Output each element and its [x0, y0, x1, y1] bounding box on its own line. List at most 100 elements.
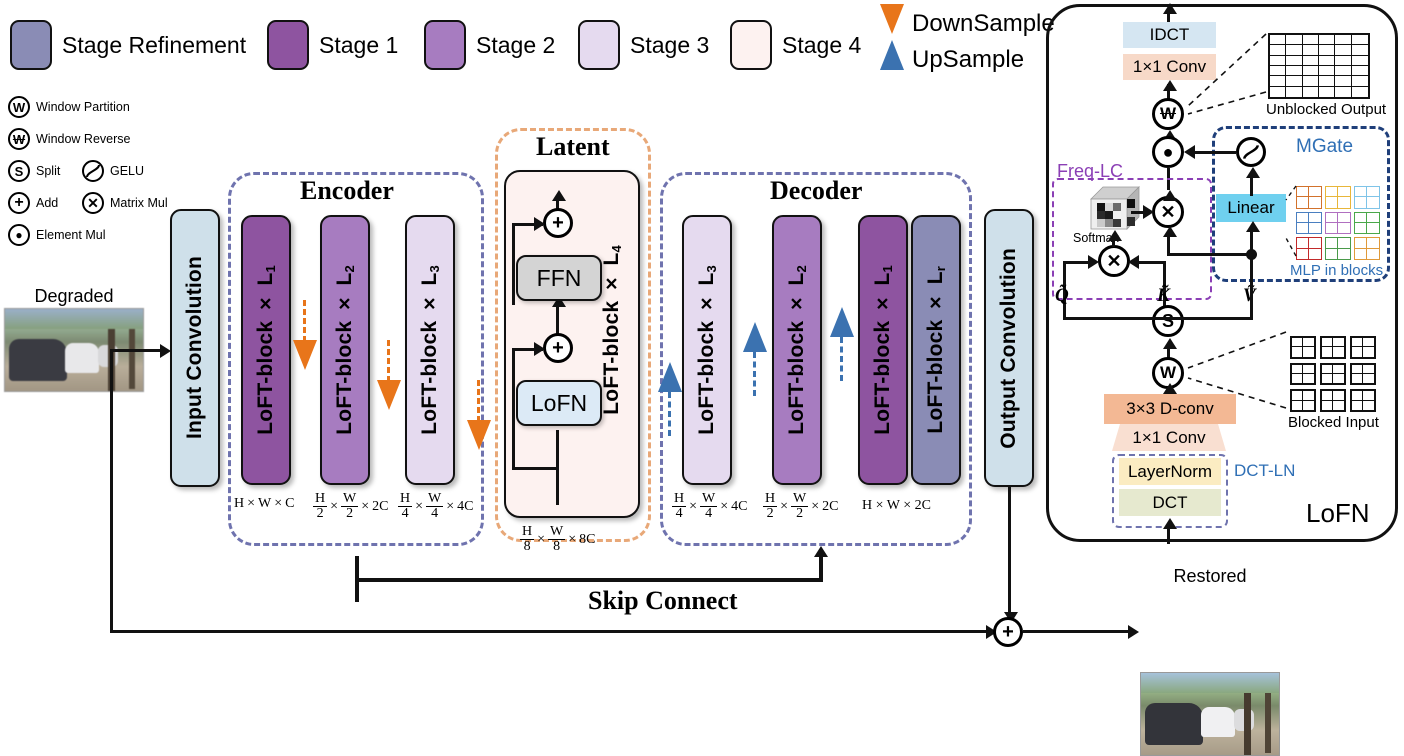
downsample-arrow-2-head [377, 380, 401, 410]
decoder-block-1: LoFT-block × L1 [858, 215, 908, 485]
legend-label-stage-3: Stage 3 [630, 32, 710, 58]
input-arrow-horizontal [110, 349, 162, 352]
decoder-block-2-label: LoFT-block × L2 [784, 265, 810, 435]
input-convolution-block: Input Convolution [170, 209, 220, 487]
latent-ffn-label: FFN [536, 264, 582, 291]
q-path-horz [1063, 261, 1095, 264]
conv1x1-bottom-label: 1×1 Conv [1132, 427, 1206, 447]
global-residual-arrowhead [986, 625, 997, 639]
latent-add-top: + [543, 208, 573, 238]
element-mul-icon: ● [8, 224, 30, 246]
final-out-arrowhead [1128, 625, 1139, 639]
window-partition-icon: W [8, 96, 30, 118]
latent-top-arrowhead [552, 190, 566, 201]
element-mul-icon-lofn: ● [1152, 136, 1184, 168]
downsample-arrow-1-head [293, 340, 317, 370]
legend-label-stage-refinement: Stage Refinement [62, 32, 247, 58]
legend-chip-stage-4 [730, 20, 772, 70]
encoder-block-3-label: LoFT-block × L3 [417, 265, 443, 435]
encoder-title: Encoder [300, 176, 394, 205]
mlp-in-blocks-label: MLP in blocks [1290, 262, 1384, 279]
upsample-arrow-2-head [743, 322, 767, 352]
window-reverse-label: Window Reverse [36, 132, 131, 146]
linear-to-gelu-arrowhead [1246, 167, 1260, 178]
dconv-to-w-arrowhead [1163, 383, 1177, 394]
gelu-to-elemmul-arrowhead [1184, 145, 1195, 159]
v-branch-horz [1167, 253, 1252, 256]
up-sample-icon [880, 40, 904, 70]
legend-label-stage-1: Stage 1 [319, 32, 399, 58]
downsample-arrow-1-stem [303, 300, 310, 342]
element-mul-label: Element Mul [36, 228, 106, 242]
restored-image [1140, 672, 1280, 756]
encoder-dim-1: H×W×C [234, 496, 295, 511]
degraded-caption: Degraded [34, 286, 114, 306]
latent-residual-2-base [512, 467, 558, 470]
matrix-mul-icon-lower: ✕ [1098, 245, 1130, 277]
restored-caption: Restored [1173, 566, 1247, 586]
softmax-stem-arrowhead [1108, 230, 1122, 241]
encoder-container [228, 172, 484, 546]
gelu-icon-mgate [1236, 137, 1266, 167]
input-arrowhead [160, 344, 171, 358]
latent-residual-1-horz [512, 223, 543, 226]
lofn-input-line [1167, 524, 1170, 544]
lofn-conv-to-wr-arrowhead [1163, 80, 1177, 91]
skip-connect-right-vert [819, 556, 823, 582]
w-to-s-arrowhead [1163, 338, 1177, 349]
upsample-arrow-3-head [830, 307, 854, 337]
output-down-line [1008, 487, 1011, 615]
conv1x1-bottom-block: 1×1 Conv [1112, 424, 1226, 451]
layernorm-label: LayerNorm [1127, 461, 1213, 481]
skip-connect-horizontal [355, 578, 823, 582]
matrix-mul-icon: ✕ [82, 192, 104, 214]
latent-title: Latent [536, 132, 610, 161]
q-path-vert [1063, 261, 1066, 319]
latent-residual-1-vert [512, 223, 515, 305]
encoder-block-3: LoFT-block × L3 [405, 215, 455, 485]
freq-lc-container [1052, 178, 1212, 300]
legend-chip-stage-1 [267, 20, 309, 70]
latent-add-bottom: + [543, 333, 573, 363]
encoder-block-2-label: LoFT-block × L2 [332, 265, 358, 435]
lofn-idct-label: IDCT [1149, 25, 1190, 44]
k-path-vert [1163, 261, 1166, 319]
window-reverse-icon-lofn: W [1152, 98, 1184, 130]
latent-residual-1-head [534, 217, 545, 231]
v-path-vert [1250, 254, 1253, 319]
v-to-linear-arrowhead [1246, 221, 1260, 232]
dconv-block: 3×3 D-conv [1104, 394, 1236, 424]
final-add-op: + [993, 617, 1023, 647]
window-partition-glyph: W [12, 99, 26, 115]
gelu-icon [82, 160, 104, 182]
dconv-label: 3×3 D-conv [1126, 399, 1214, 418]
global-residual-line [110, 630, 995, 633]
lofn-conv1x1-top-label: 1×1 Conv [1132, 57, 1207, 76]
linear-block: Linear [1216, 194, 1286, 222]
lofn-conv-to-wr-line [1167, 84, 1170, 102]
add-label: Add [36, 196, 59, 210]
layernorm-block: LayerNorm [1119, 458, 1221, 485]
encoder-block-1-label: LoFT-block × L1 [253, 265, 279, 435]
blocked-input-label: Blocked Input [1288, 414, 1379, 431]
latent-container [495, 128, 651, 542]
decoder-block-3-label: LoFT-block × L3 [694, 265, 720, 435]
mgate-label: MGate [1296, 136, 1354, 157]
decoder-block-2: LoFT-block × L2 [772, 215, 822, 485]
decoder-block-r-label: LoFT-block × Lr [923, 266, 949, 434]
split-bus-line [1063, 317, 1253, 320]
downsample-arrow-3-stem [477, 380, 484, 422]
split-label: Split [36, 164, 61, 178]
lofn-top-out-arrowhead [1163, 3, 1177, 14]
encoder-block-2: LoFT-block × L2 [320, 215, 370, 485]
down-sample-label: DownSample [912, 10, 1055, 37]
gelu-to-elemmul-line [1192, 151, 1236, 154]
split-glyph: S [14, 163, 24, 179]
upsample-arrow-3-stem [840, 337, 847, 381]
softmax-to-matmul-line [1131, 211, 1147, 214]
split-icon-lofn: S [1152, 305, 1184, 337]
lofn-top-out-line [1167, 8, 1170, 30]
matrix-mul-label: Matrix Mul [110, 196, 168, 210]
